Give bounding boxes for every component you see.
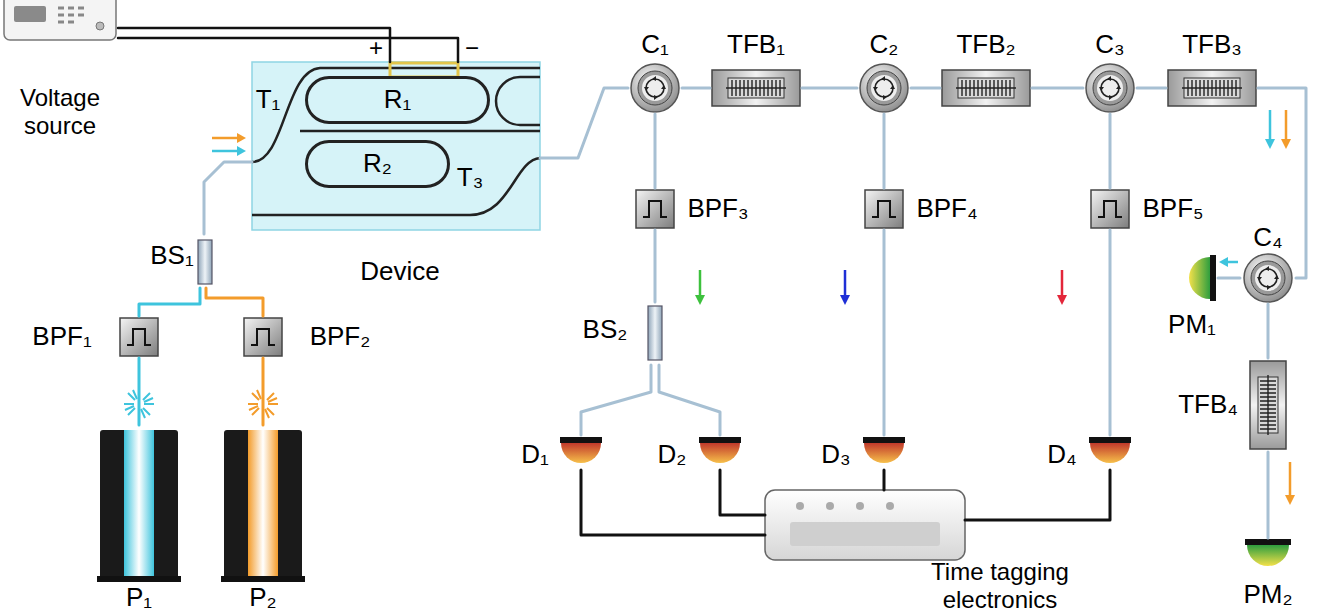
- optical-fiber: [138, 358, 141, 425]
- pump-laser: P₂: [219, 425, 307, 613]
- port-label: T₁: [256, 85, 281, 115]
- single-photon-detector: D₂: [655, 435, 743, 470]
- optical-fiber: [540, 88, 628, 158]
- part-label: P₁: [126, 583, 152, 613]
- part-label: Voltage source: [2, 84, 118, 139]
- part-label: R₁: [384, 85, 412, 115]
- optical-fiber: [682, 87, 710, 90]
- ring-resonator: R₁: [305, 76, 490, 124]
- part-label: D₄: [1047, 440, 1076, 470]
- fiber-bragg-grating: TFB₂: [940, 28, 1032, 108]
- beam-splitter: BS₂: [575, 302, 665, 365]
- optical-fiber: [1267, 452, 1270, 538]
- part-label: R₂: [363, 149, 392, 179]
- part-label: TFB₃: [1182, 30, 1242, 60]
- bandpass-filter: BPF₃: [634, 188, 760, 230]
- optical-fiber: [1032, 87, 1083, 90]
- circulator: C₃: [1083, 28, 1137, 114]
- optical-fiber: [204, 162, 252, 234]
- part-label: C₂: [870, 30, 899, 60]
- ring-resonator: R₂: [305, 140, 450, 188]
- optical-fiber: [654, 114, 657, 188]
- optical-fiber: [1267, 304, 1270, 358]
- part-label: BPF₁: [32, 322, 91, 352]
- part-label: C₄: [1253, 223, 1282, 253]
- part-label: BPF₂: [310, 322, 371, 352]
- optical-fiber: [1109, 114, 1112, 188]
- single-photon-detector: D₁: [515, 435, 604, 470]
- circulator: C₁: [628, 28, 682, 114]
- voltage-source: Voltage source: [2, 0, 118, 140]
- optical-fiber: [206, 288, 263, 316]
- part-label: C₃: [1095, 30, 1124, 60]
- optical-fiber: [911, 87, 940, 90]
- part-label: BS₂: [583, 315, 628, 345]
- bandpass-filter: BPF₅: [1089, 188, 1215, 230]
- electrical-wire: [720, 470, 765, 515]
- optical-fiber: [659, 365, 720, 435]
- optical-fiber: [581, 365, 651, 435]
- optical-fiber: [139, 288, 200, 316]
- optical-fiber: [802, 87, 857, 90]
- electrical-wire: [965, 470, 1110, 520]
- electrical-wire: [118, 38, 458, 62]
- part-label: BPF₃: [687, 194, 748, 224]
- part-label: Device: [360, 257, 439, 287]
- pump-laser: P₁: [95, 425, 183, 613]
- bandpass-filter: BPF₄: [863, 188, 989, 230]
- power-meter: PM₂: [1240, 538, 1300, 614]
- optical-fiber: [1109, 230, 1112, 435]
- part-label: D₂: [658, 440, 687, 470]
- part-label: P₂: [249, 583, 276, 613]
- electrical-wire: [581, 470, 765, 535]
- part-label: PM₂: [1243, 580, 1292, 610]
- part-label: D₃: [821, 440, 850, 470]
- beam-splitter: BS₁: [145, 234, 215, 288]
- optical-fiber: [654, 230, 657, 302]
- bandpass-filter: BPF₂: [242, 316, 382, 358]
- fiber-bragg-grating: TFB₃: [1166, 28, 1258, 108]
- chip-device: DeviceR₁R₂: [252, 62, 540, 230]
- single-photon-detector: D₄: [1044, 435, 1133, 470]
- power-meter: PM₁: [1162, 254, 1218, 342]
- part-label: BPF₄: [916, 194, 977, 224]
- fiber-bragg-grating: TFB₁: [710, 28, 802, 108]
- part-label: PM₁: [1168, 310, 1216, 340]
- part-label: Time tagging electronics: [905, 558, 1095, 613]
- part-label: D₁: [521, 440, 549, 470]
- terminal-sign: −: [465, 34, 479, 62]
- time-tagger: Time tagging electronics: [765, 490, 965, 560]
- port-label: T₃: [457, 163, 483, 193]
- part-label: TFB₄: [1178, 390, 1238, 420]
- circulator: C₂: [857, 28, 911, 114]
- optical-fiber: [883, 114, 886, 188]
- fiber-bragg-grating: TFB₄: [1170, 358, 1286, 452]
- optical-fiber: [1137, 87, 1166, 90]
- terminal-sign: +: [369, 34, 383, 62]
- electrical-wire: [118, 28, 390, 62]
- optical-fiber: [262, 358, 265, 425]
- single-photon-detector: D₃: [818, 435, 907, 470]
- optical-fiber: [1218, 277, 1240, 280]
- bandpass-filter: BPF₁: [20, 316, 160, 358]
- part-label: TFB₁: [727, 30, 785, 60]
- electrical-wire: [883, 470, 886, 490]
- circulator: C₄: [1240, 222, 1296, 304]
- part-label: BS₁: [150, 241, 193, 271]
- part-label: TFB₂: [956, 30, 1015, 60]
- optical-fiber: [883, 230, 886, 435]
- part-label: BPF₅: [1142, 194, 1203, 224]
- part-label: C₁: [641, 30, 669, 60]
